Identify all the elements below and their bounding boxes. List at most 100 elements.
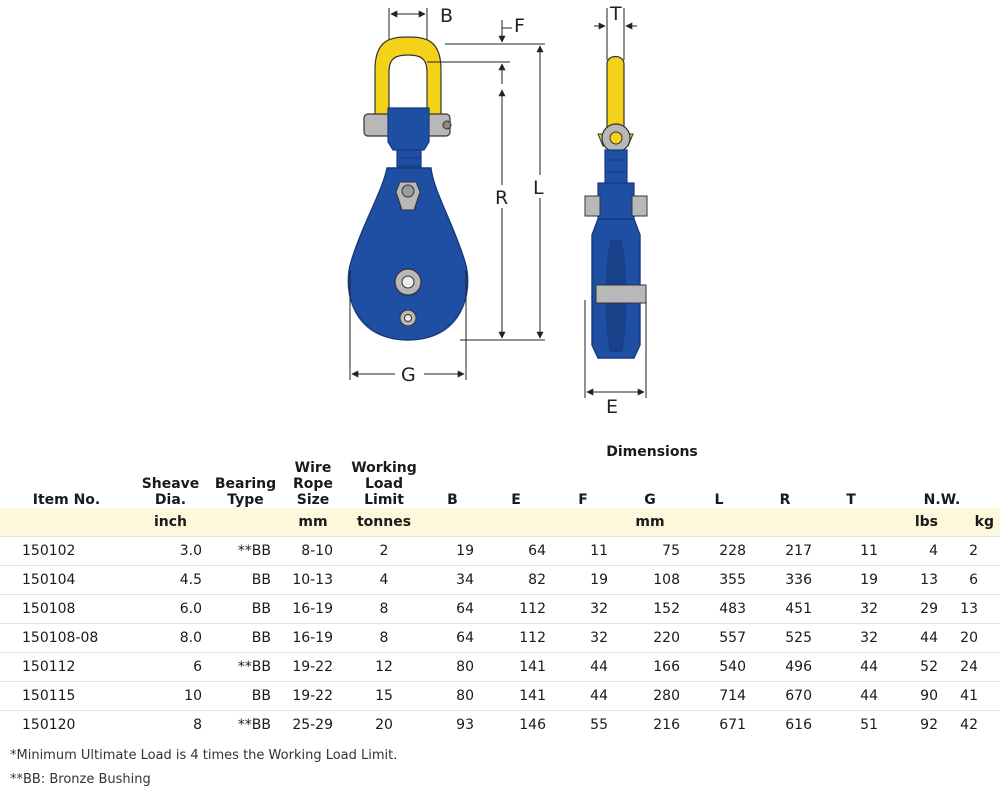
cell-dim-t: 44 xyxy=(818,681,884,711)
cell-bearing-type: **BB xyxy=(208,710,283,739)
cell-nw-kg: 13 xyxy=(944,594,1000,624)
col-g: G xyxy=(644,492,656,508)
cell-dim-e: 112 xyxy=(480,594,552,624)
cell-wire-rope-size: 16-19 xyxy=(283,594,343,624)
cell-dim-t: 32 xyxy=(818,623,884,653)
cell-wire-rope-size: 8-10 xyxy=(283,536,343,566)
cell-dim-r: 496 xyxy=(752,652,818,682)
unit-lbs: lbs xyxy=(884,508,944,537)
cell-nw-lbs: 44 xyxy=(884,623,944,653)
cell-bearing-type: **BB xyxy=(208,652,283,682)
dim-label-l: L xyxy=(533,177,544,199)
cell-dim-g: 166 xyxy=(614,652,686,682)
cell-dim-t: 11 xyxy=(818,536,884,566)
cell-working-load-limit: 15 xyxy=(343,681,425,711)
cell-bearing-type: BB xyxy=(208,623,283,653)
footnote-bronze-bushing: **BB: Bronze Bushing xyxy=(10,772,151,787)
col-l: L xyxy=(714,492,724,508)
cell-item-no: 150112 xyxy=(0,652,133,682)
column-header-row: Item No. Sheave Dia. Bearing Type Wire R… xyxy=(0,460,1000,508)
cell-item-no: 150120 xyxy=(0,710,133,739)
cell-sheave-dia: 10 xyxy=(133,681,208,711)
cell-dim-l: 228 xyxy=(686,536,752,566)
cell-working-load-limit: 8 xyxy=(343,623,425,653)
cell-dim-t: 32 xyxy=(818,594,884,624)
col-wire-line-1: Wire xyxy=(294,460,332,476)
cell-wire-rope-size: 10-13 xyxy=(283,565,343,595)
cell-dim-f: 44 xyxy=(552,681,614,711)
cell-dim-g: 152 xyxy=(614,594,686,624)
col-f: F xyxy=(578,492,588,508)
cell-dim-b: 64 xyxy=(425,594,480,624)
cell-dim-e: 141 xyxy=(480,652,552,682)
front-view: B F R L G xyxy=(347,5,545,386)
cell-nw-lbs: 29 xyxy=(884,594,944,624)
col-r: R xyxy=(779,492,791,508)
cell-dim-r: 525 xyxy=(752,623,818,653)
dim-label-t: T xyxy=(609,3,622,25)
snatch-block-drawing: B F R L G xyxy=(347,3,648,418)
col-e: E xyxy=(511,492,521,508)
side-shackle xyxy=(606,55,625,129)
cell-dim-l: 540 xyxy=(686,652,752,682)
cell-nw-lbs: 13 xyxy=(884,565,944,595)
cell-item-no: 150115 xyxy=(0,681,133,711)
cell-dim-b: 19 xyxy=(425,536,480,566)
unit-wire: mm xyxy=(283,508,343,537)
cell-dim-r: 217 xyxy=(752,536,818,566)
cell-nw-kg: 2 xyxy=(944,536,1000,566)
cell-dim-r: 336 xyxy=(752,565,818,595)
units-row: inch mm tonnes mm lbs kg xyxy=(0,508,1000,537)
cell-nw-kg: 42 xyxy=(944,710,1000,739)
front-cheek-plate xyxy=(347,167,469,341)
col-item-no: Item No. xyxy=(32,492,101,508)
col-working-load-limit: Working Load Limit xyxy=(343,460,425,508)
col-wll-line-2: Load xyxy=(364,476,403,492)
cell-nw-kg: 6 xyxy=(944,565,1000,595)
cell-working-load-limit: 20 xyxy=(343,710,425,739)
cell-dim-f: 19 xyxy=(552,565,614,595)
dimensions-group-header: Dimensions xyxy=(606,444,698,460)
cell-nw-kg: 24 xyxy=(944,652,1000,682)
cell-dim-g: 280 xyxy=(614,681,686,711)
cell-nw-kg: 20 xyxy=(944,623,1000,653)
cell-working-load-limit: 12 xyxy=(343,652,425,682)
cell-nw-lbs: 4 xyxy=(884,536,944,566)
col-bearing-line-1: Bearing xyxy=(214,476,277,492)
cell-dim-e: 146 xyxy=(480,710,552,739)
col-wll-line-1: Working xyxy=(351,460,417,476)
cell-item-no: 150108 xyxy=(0,594,133,624)
cell-bearing-type: BB xyxy=(208,594,283,624)
cell-sheave-dia: 4.5 xyxy=(133,565,208,595)
cell-bearing-type: **BB xyxy=(208,536,283,566)
cell-working-load-limit: 2 xyxy=(343,536,425,566)
col-bearing-type: Bearing Type xyxy=(208,460,283,508)
cell-dim-t: 19 xyxy=(818,565,884,595)
cell-sheave-dia: 6 xyxy=(133,652,208,682)
cell-bearing-type: BB xyxy=(208,681,283,711)
footnote-minimum-load: *Minimum Ultimate Load is 4 times the Wo… xyxy=(10,748,398,763)
cell-dim-b: 64 xyxy=(425,623,480,653)
col-wire-line-3: Size xyxy=(296,492,330,508)
col-wire-rope-size: Wire Rope Size xyxy=(283,460,343,508)
unit-sheave: inch xyxy=(133,508,208,537)
cell-sheave-dia: 8.0 xyxy=(133,623,208,653)
cell-nw-lbs: 52 xyxy=(884,652,944,682)
col-wll-line-3: Limit xyxy=(364,492,404,508)
col-net-weight: N.W. xyxy=(923,492,961,508)
cell-dim-e: 82 xyxy=(480,565,552,595)
cell-working-load-limit: 4 xyxy=(343,565,425,595)
cell-dim-r: 616 xyxy=(752,710,818,739)
side-view: T E xyxy=(584,3,648,418)
cell-dim-l: 557 xyxy=(686,623,752,653)
cell-sheave-dia: 3.0 xyxy=(133,536,208,566)
cell-dim-b: 80 xyxy=(425,681,480,711)
cell-dim-b: 80 xyxy=(425,652,480,682)
cell-dim-r: 451 xyxy=(752,594,818,624)
cell-dim-f: 55 xyxy=(552,710,614,739)
